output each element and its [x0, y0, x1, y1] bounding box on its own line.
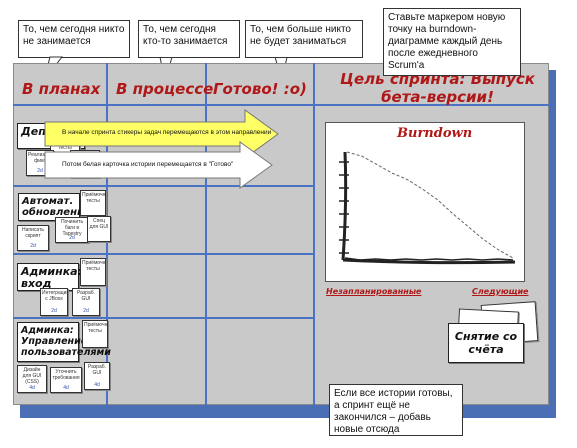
- task-estimate: 2d: [30, 243, 36, 249]
- task-label: Починить баги в Tapestry: [60, 219, 84, 237]
- task-label: Спец для GUI: [89, 218, 109, 230]
- column-done: Готово! :о): [213, 80, 307, 98]
- task-sticker: Написать скрипт 2d: [17, 225, 49, 251]
- task-sticker: Уточнить требования 4d: [50, 367, 82, 393]
- story-card: Админка: Управление пользователями: [17, 322, 111, 362]
- task-estimate: 4d: [29, 385, 35, 391]
- sticker-arrow-label: В начале спринта стикеры задач перемещаю…: [62, 129, 272, 136]
- task-estimate: 2d: [83, 308, 89, 314]
- header-divider: [13, 104, 549, 106]
- column-divider-3: [313, 63, 315, 405]
- callout-burndown-note: Ставьте маркером новую точку на burndown…: [383, 8, 521, 76]
- burndown-x-axis: [342, 258, 516, 265]
- task-sticker: Разраб. GUI 4d: [84, 362, 110, 390]
- task-label: Интеграция с JBoss: [42, 290, 68, 302]
- callout-nobody-today: То, чем сегодня никто не занимается: [18, 20, 130, 58]
- burndown-panel: [325, 122, 525, 282]
- row-divider-1: [13, 185, 313, 187]
- story-card-direction-arrow: [44, 141, 273, 189]
- row-divider-2: [13, 253, 313, 255]
- task-sticker: Спец для GUI: [87, 216, 111, 242]
- task-estimate: 2d: [51, 308, 57, 314]
- task-label: Приёмочные тесты: [84, 322, 108, 334]
- task-sticker: Приёмочные тесты: [80, 190, 106, 216]
- unplanned-label: Незапланированные: [326, 287, 422, 296]
- callout-someone-today: То, чем сегодня кто-то занимается: [138, 20, 240, 58]
- column-divider-2: [205, 63, 207, 405]
- task-label: Разраб. GUI: [76, 290, 95, 302]
- sticker-direction-arrow: [44, 109, 279, 159]
- task-sticker: Приёмочные тесты: [82, 320, 108, 348]
- burndown-y-axis: [341, 151, 348, 261]
- story-card: Автомат. обновление: [18, 193, 91, 221]
- callout-add-new: Если все истории готовы, а спринт ещё не…: [329, 384, 463, 436]
- task-sticker: Интеграция с JBoss 2d: [40, 288, 68, 316]
- burndown-chart: [339, 151, 516, 265]
- story-card: Админка: вход: [17, 263, 82, 291]
- task-label: Написать скрипт: [22, 227, 44, 239]
- task-label: Приёмочные тесты: [82, 192, 106, 204]
- burndown-title: Burndown: [397, 126, 473, 141]
- pile-story-card: Снятие со счёта: [448, 323, 524, 363]
- task-sticker: Разраб. GUI 2d: [72, 288, 100, 316]
- column-in-progress: В процессе: [116, 80, 214, 98]
- callout-nobody-anymore: То, чем больше никто не будет заниматься: [245, 20, 363, 58]
- task-estimate: 4d: [94, 382, 100, 388]
- column-planned: В планах: [22, 80, 101, 98]
- task-label: Реализовать фикс: [28, 152, 53, 164]
- task-label: Уточнить требования: [52, 369, 80, 381]
- story-arrow-label: Потом белая карточка истории перемещаетс…: [62, 161, 234, 168]
- baseline-wave: [344, 257, 514, 261]
- next-label: Следующие: [472, 287, 529, 296]
- task-label: Дизайн для GUI (CSS): [22, 367, 42, 385]
- task-estimate: 2d: [69, 235, 75, 241]
- row-divider-3: [13, 317, 313, 319]
- task-sticker: Приёмочные тесты: [80, 258, 106, 286]
- task-estimate: 4d: [63, 385, 69, 391]
- task-sticker: Дизайн для GUI (CSS)4d: [17, 365, 47, 393]
- ideal-burndown-line: [346, 151, 514, 259]
- task-estimate: 2d: [37, 168, 43, 174]
- task-label: Приёмочные тесты: [82, 260, 106, 272]
- task-label: Разраб. GUI: [87, 364, 106, 376]
